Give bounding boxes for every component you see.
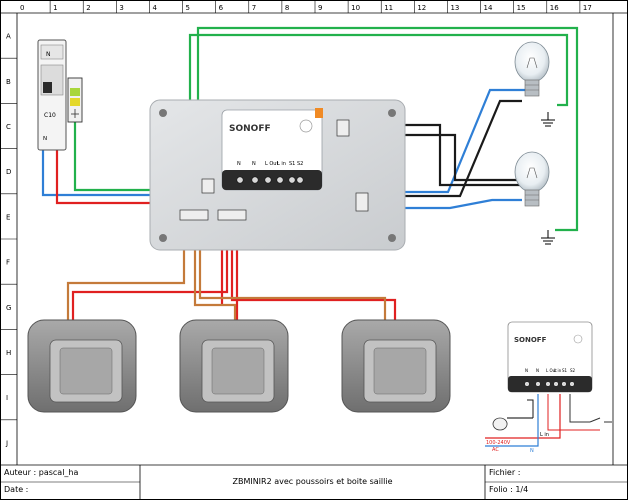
grid-column-label: 0	[20, 4, 24, 12]
inset-terminal-screw	[535, 381, 541, 387]
connector-earth	[201, 178, 215, 194]
grid-column-label: 4	[152, 4, 157, 12]
inset-ac-label: AC	[492, 447, 499, 453]
connector-lamp-bottom	[355, 192, 369, 212]
push-button-2	[179, 319, 289, 413]
title-block-lines	[0, 465, 628, 500]
earth-wires	[73, 26, 579, 232]
inset-supply-label: 100-240V	[486, 440, 511, 446]
grid-row-label: I	[6, 394, 8, 402]
lamp-bottom	[514, 151, 550, 207]
module-terminal-screw	[236, 176, 244, 184]
circuit-breaker: N C10 N	[37, 39, 67, 151]
inset-terminal-screw	[545, 381, 551, 387]
module-terminal-label: L in	[277, 161, 286, 167]
inset-terminal-screw	[553, 381, 559, 387]
module-terminal-screw	[251, 176, 259, 184]
module-terminal-screw	[288, 176, 296, 184]
grid-column-label: 3	[119, 4, 123, 12]
grid-row-labels: A B C D E F G H I J	[0, 33, 17, 447]
grid-column-label: 13	[450, 4, 459, 12]
grid-row-label: G	[6, 304, 11, 312]
inset-terminal-label: S2	[570, 368, 576, 373]
breaker-neutral-label: N	[46, 51, 51, 58]
module-terminal-screw	[264, 176, 272, 184]
grid-column-label: 7	[252, 4, 256, 12]
inset-terminal-label: N	[536, 368, 539, 373]
inset-lin-label: L in	[540, 432, 549, 438]
title-block-author: Auteur : pascal_ha	[4, 468, 79, 477]
push-button-1	[27, 319, 137, 413]
grid-column-label: 15	[517, 4, 526, 12]
grid-column-label: 1	[53, 4, 57, 12]
inset-terminal-label: L Out	[546, 368, 557, 373]
grid-row-label: H	[6, 349, 11, 357]
module-terminal-label: N	[237, 161, 241, 167]
grid-column-label: 12	[417, 4, 426, 12]
module-brand: SONOFF	[229, 124, 271, 134]
module-terminal-label: S1	[289, 161, 295, 167]
inset-terminal-label: N	[525, 368, 528, 373]
inset-terminal-screw	[569, 381, 575, 387]
grid-column-label: 2	[86, 4, 90, 12]
module-terminal-label: N	[252, 161, 256, 167]
inset-schematic: SONOFF L in 100-240V AC N	[485, 321, 612, 454]
module-terminal-screw	[296, 176, 304, 184]
inset-terminal-label: L in	[554, 368, 562, 373]
grid-column-label: 6	[219, 4, 224, 12]
module-terminal-screw	[276, 176, 284, 184]
inset-n-label: N	[530, 448, 534, 454]
earth-terminal-block	[67, 77, 83, 123]
grid-column-label: 9	[318, 4, 322, 12]
grid-row-label: F	[6, 259, 10, 267]
connector-switch-left	[179, 209, 209, 221]
connector-switch-right	[217, 209, 247, 221]
inset-terminal-screw	[524, 381, 530, 387]
lamp-top	[514, 41, 550, 97]
grid-row-label: A	[6, 33, 11, 41]
sonoff-module: SONOFF	[221, 108, 323, 191]
grid-row-label: E	[6, 213, 10, 221]
grid-column-label: 17	[583, 4, 592, 12]
grid-column-label: 8	[285, 4, 289, 12]
breaker-rating-label: C10	[44, 112, 56, 119]
push-button-3	[341, 319, 451, 413]
grid-row-label: D	[6, 168, 11, 176]
grid-column-label: 10	[351, 4, 360, 12]
breaker-bottom-label: N	[43, 136, 47, 142]
ground-symbol-top	[541, 112, 555, 127]
grid-column-label: 5	[186, 4, 190, 12]
grid-row-label: C	[6, 123, 11, 131]
inset-terminal-screw	[561, 381, 567, 387]
inset-terminal-label: S1	[562, 368, 568, 373]
grid-column-label: 11	[384, 4, 393, 12]
grid-row-label: J	[5, 439, 8, 447]
connector-lamp-top	[336, 119, 350, 137]
inset-brand: SONOFF	[514, 336, 547, 344]
grid-column-label: 16	[550, 4, 559, 12]
title-block-date: Date :	[4, 485, 29, 494]
title-block-folio: Folio : 1/4	[489, 485, 529, 494]
grid-row-label: B	[6, 78, 11, 86]
grid-column-label: 14	[484, 4, 493, 12]
title-block-file: Fichier :	[489, 468, 521, 477]
module-terminal-label: S2	[297, 161, 303, 167]
module-terminal-label: L Out	[265, 161, 278, 167]
ground-symbol-bottom	[541, 230, 555, 245]
title-block-title: ZBMINIR2 avec poussoirs et boite saillie	[232, 477, 393, 486]
